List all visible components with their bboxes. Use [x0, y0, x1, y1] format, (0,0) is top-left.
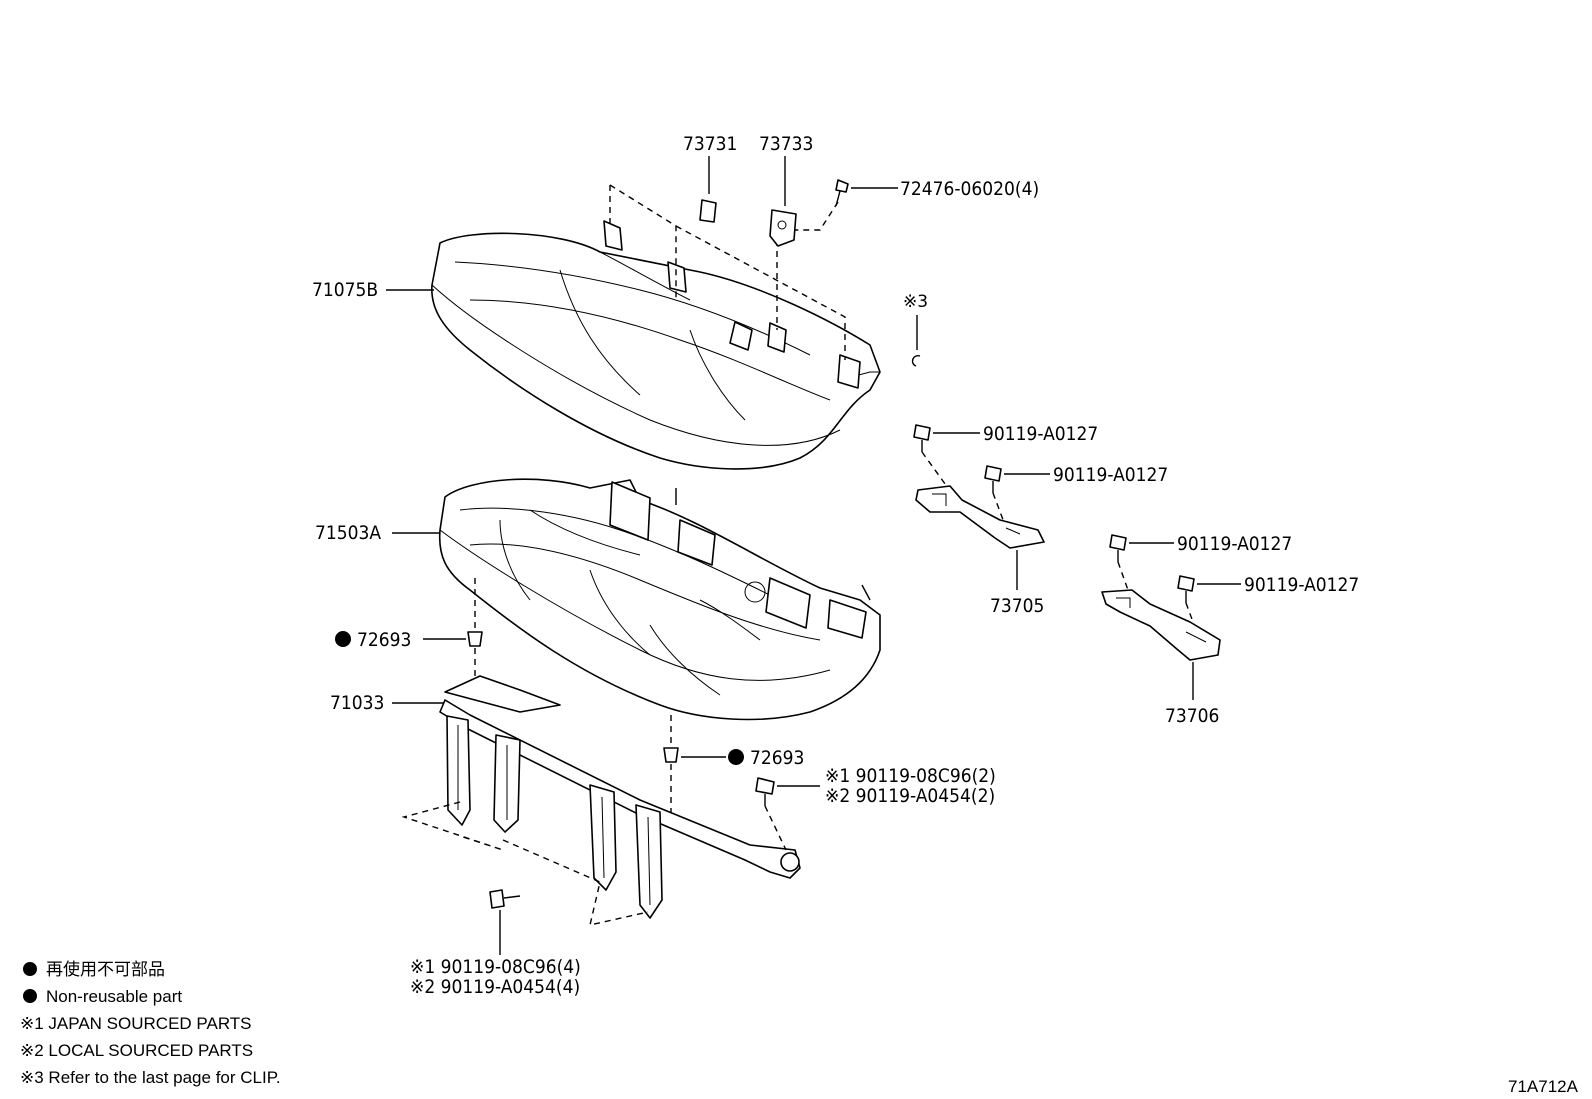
bolt-frame-lower[interactable]: [489, 889, 521, 909]
non-reusable-mark-2: [728, 749, 744, 765]
part-number-71033[interactable]: 71033: [330, 692, 384, 714]
seat-cushion-pad[interactable]: [438, 478, 881, 721]
bolt-frame-upper[interactable]: [755, 777, 775, 806]
hook-bracket-73706[interactable]: [1101, 589, 1221, 661]
part-number-72476[interactable]: 72476-06020(4): [900, 178, 1039, 200]
part-number-bolt-upper-2[interactable]: ※2 90119-A0454(2): [825, 785, 995, 807]
legend-note-2: ※2 LOCAL SOURCED PARTS: [20, 1041, 253, 1060]
cover-attach-line-3: [675, 225, 846, 360]
part-number-90119-b[interactable]: 90119-A0127: [1053, 464, 1168, 486]
part-number-73733[interactable]: 73733: [759, 133, 813, 155]
part-number-90119-c[interactable]: 90119-A0127: [1177, 533, 1292, 555]
part-number-73706[interactable]: 73706: [1165, 705, 1219, 727]
bolt-90119-d[interactable]: [1177, 575, 1195, 603]
part-number-bolt-lower-2[interactable]: ※2 90119-A0454(4): [410, 976, 580, 998]
legend-dot-jp: [23, 962, 37, 976]
seat-frame[interactable]: [439, 675, 801, 919]
legend-non-reusable-en: Non-reusable part: [46, 987, 182, 1006]
bolt-upper-attach: [764, 805, 787, 851]
bolt-72476[interactable]: [835, 179, 849, 207]
diagram-id: 71A712A: [1508, 1077, 1579, 1096]
bolt-b-attach: [992, 492, 1006, 526]
bolt-90119-c[interactable]: [1109, 534, 1127, 562]
part-number-90119-a[interactable]: 90119-A0127: [983, 423, 1098, 445]
part-number-72693-left[interactable]: 72693: [357, 629, 411, 651]
non-reusable-mark: [335, 631, 351, 647]
part-number-72693-right[interactable]: 72693: [750, 747, 804, 769]
legend-non-reusable-jp: 再使用不可部品: [46, 959, 165, 979]
legend-note-1: ※1 JAPAN SOURCED PARTS: [20, 1014, 252, 1033]
part-number-bolt-lower-1[interactable]: ※1 90119-08C96(4): [410, 956, 581, 978]
clip-72693-right[interactable]: [663, 747, 679, 763]
seat-cushion-cover[interactable]: [431, 220, 881, 470]
clip-icon[interactable]: [911, 355, 921, 367]
frame-attach-line: [401, 801, 649, 926]
part-number-71075b[interactable]: 71075B: [312, 279, 378, 301]
bolt-c-attach: [1117, 561, 1129, 591]
clip-72693-left[interactable]: [467, 631, 483, 647]
bolt-attach-line: [790, 201, 839, 231]
bolt-90119-a[interactable]: [913, 424, 931, 452]
part-number-bolt-upper-1[interactable]: ※1 90119-08C96(2): [825, 765, 996, 787]
clip-73731[interactable]: [699, 199, 717, 223]
part-number-71503a[interactable]: 71503A: [315, 522, 381, 544]
bolt-a-attach: [921, 451, 949, 489]
part-number-73731[interactable]: 73731: [683, 133, 737, 155]
bracket-73733[interactable]: [769, 209, 797, 247]
clip-note-mark[interactable]: ※3: [903, 292, 928, 312]
part-number-90119-d[interactable]: 90119-A0127: [1244, 574, 1359, 596]
part-number-73705[interactable]: 73705: [990, 595, 1044, 617]
legend-dot-en: [23, 989, 37, 1003]
legend-note-3: ※3 Refer to the last page for CLIP.: [20, 1068, 281, 1087]
hook-bracket-73705[interactable]: [915, 485, 1045, 549]
bolt-90119-b[interactable]: [984, 465, 1002, 493]
